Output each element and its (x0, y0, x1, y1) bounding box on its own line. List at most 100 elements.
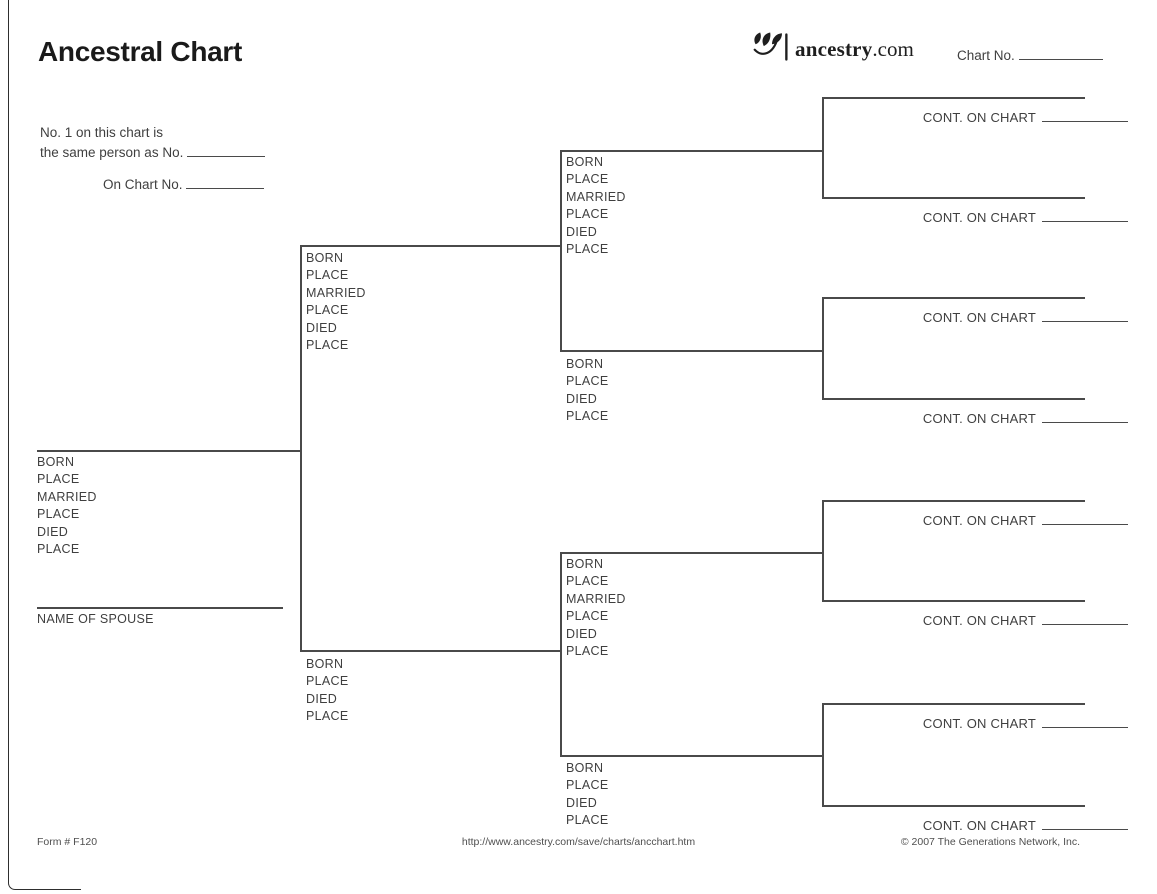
cont-label: CONT. ON CHART (922, 818, 1036, 833)
note-line-1: No. 1 on this chart is (40, 125, 164, 140)
note-line-3-text: On Chart No. (103, 177, 183, 192)
field-label: PLACE (37, 472, 80, 487)
logo-name: ancestry (795, 37, 873, 61)
field-label: PLACE (566, 374, 609, 389)
cont-on-chart-1: CONT. ON CHART (923, 108, 1128, 125)
field-label: MARRIED (37, 489, 97, 504)
cont-label: CONT. ON CHART (922, 613, 1036, 628)
cont-on-chart-6: CONT. ON CHART (923, 611, 1128, 628)
cont-blank (1042, 611, 1128, 625)
field-label: PLACE (566, 172, 609, 187)
field-label: PLACE (566, 778, 609, 793)
cont-on-chart-2: CONT. ON CHART (923, 208, 1128, 225)
cont-blank (1042, 409, 1128, 423)
cont-label: CONT. ON CHART (922, 310, 1036, 325)
person-14-line (822, 703, 1085, 705)
field-label: PLACE (566, 813, 609, 828)
field-label: PLACE (306, 268, 349, 283)
cont-blank (1042, 816, 1128, 830)
person-6-line (560, 552, 822, 554)
same-person-blank (187, 143, 266, 157)
copyright-text: © 2007 The Generations Network, Inc. (900, 836, 1080, 848)
cont-on-chart-3: CONT. ON CHART (923, 308, 1128, 325)
field-label: PLACE (566, 644, 609, 659)
cont-blank (1042, 108, 1128, 122)
cont-label: CONT. ON CHART (922, 716, 1036, 731)
field-label: DIED (306, 320, 338, 335)
person-10-line (822, 297, 1085, 299)
field-label: PLACE (566, 409, 609, 424)
on-chart-blank (186, 175, 265, 189)
person-7-line (560, 755, 822, 757)
field-label: PLACE (306, 709, 349, 724)
field-label: PLACE (37, 507, 80, 522)
note-line-2-text: the same person as No. (40, 144, 184, 160)
cont-label: CONT. ON CHART (922, 513, 1036, 528)
form-number: Form # F120 (37, 836, 98, 848)
spouse-label: NAME OF SPOUSE (37, 612, 154, 626)
chart-no-label: Chart No. (957, 48, 1015, 63)
gen3-bracket-3 (822, 500, 824, 601)
gen3-bracket-1 (822, 97, 824, 198)
person-1-line (37, 450, 300, 452)
field-label: BORN (566, 357, 604, 371)
field-label: BORN (37, 455, 75, 469)
person-3-line (300, 650, 560, 652)
page-border (8, 0, 81, 890)
field-label: MARRIED (306, 285, 366, 300)
field-label: MARRIED (566, 591, 626, 606)
footer-url: http://www.ancestry.com/save/charts/ancc… (461, 836, 696, 848)
cont-blank (1042, 714, 1128, 728)
person-5-line (560, 350, 822, 352)
field-label: DIED (306, 691, 338, 706)
field-label: PLACE (306, 674, 349, 689)
field-label: PLACE (566, 242, 609, 257)
person-11-line (822, 398, 1085, 400)
cont-label: CONT. ON CHART (922, 110, 1036, 125)
chart-no-blank (1018, 46, 1103, 60)
gen3-bracket-2 (822, 297, 824, 399)
chart-no-field: Chart No. (957, 46, 1103, 63)
logo-wordmark: ancestry.com (795, 37, 914, 62)
person-3-fields: BORN PLACE DIED PLACE (306, 656, 349, 726)
cont-on-chart-4: CONT. ON CHART (923, 409, 1128, 426)
note-line-2: the same person as No. (40, 143, 266, 163)
note-line-3: On Chart No. (40, 175, 265, 195)
person-15-line (822, 805, 1085, 807)
field-label: BORN (566, 761, 604, 775)
person-1-fields: BORN PLACE MARRIED PLACE DIED PLACE (37, 454, 97, 558)
cont-blank (1042, 208, 1128, 222)
field-label: DIED (37, 524, 69, 539)
cont-on-chart-5: CONT. ON CHART (923, 511, 1128, 528)
field-label: BORN (566, 155, 604, 169)
cont-label: CONT. ON CHART (922, 411, 1036, 426)
page-title: Ancestral Chart (38, 36, 243, 67)
field-label: DIED (566, 224, 598, 239)
field-label: PLACE (566, 207, 609, 222)
field-label: PLACE (37, 542, 80, 557)
cont-on-chart-7: CONT. ON CHART (923, 714, 1128, 731)
ancestry-leaf-icon (752, 30, 792, 69)
person-8-line (822, 97, 1085, 99)
gen2-mother-bracket (560, 552, 562, 756)
cont-on-chart-8: CONT. ON CHART (923, 816, 1128, 833)
spouse-line (37, 607, 283, 609)
cont-label: CONT. ON CHART (922, 210, 1036, 225)
person-13-line (822, 600, 1085, 602)
field-label: PLACE (306, 303, 349, 318)
cont-blank (1042, 511, 1128, 525)
person-4-line (560, 150, 822, 152)
field-label: PLACE (306, 338, 349, 353)
cont-blank (1042, 308, 1128, 322)
field-label: BORN (566, 557, 604, 571)
gen2-father-bracket (560, 150, 562, 351)
field-label: BORN (306, 657, 344, 671)
gen3-bracket-4 (822, 703, 824, 806)
logo-suffix: .com (872, 37, 914, 61)
